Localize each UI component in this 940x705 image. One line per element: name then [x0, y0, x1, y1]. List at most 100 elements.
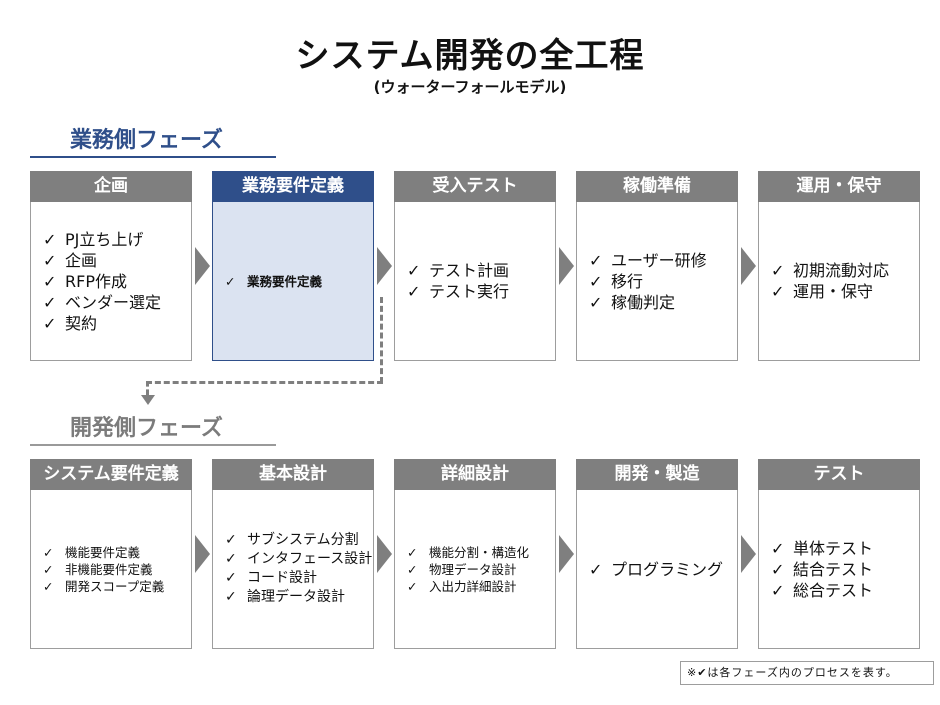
- process-item-label: テスト計画: [429, 261, 510, 280]
- page-subtitle: (ウォーターフォールモデル): [373, 78, 567, 96]
- business-phase-box: 企画✓PJ立ち上げ✓企画✓RFP作成✓ベンダー選定✓契約: [30, 171, 192, 361]
- check-icon: ✓: [43, 271, 57, 291]
- phase-process-list: ✓ 機能要件定義 ✓ 非機能要件定義✓開発スコープ定義: [30, 490, 192, 649]
- process-item-label: 運用・保守: [793, 282, 874, 301]
- process-item-label: 結合テスト: [793, 559, 874, 579]
- process-item: ✓ ベンダー選定: [43, 292, 161, 313]
- connector-dashed-vertical: [380, 297, 383, 383]
- phase-title: 基本設計: [212, 459, 374, 490]
- business-phase-box: 業務要件定義✓ 業務要件定義: [212, 171, 374, 361]
- process-item-label: 総合テスト: [793, 580, 874, 600]
- phase-process-list: ✓プログラミング: [576, 490, 738, 649]
- check-icon: ✓: [225, 273, 236, 289]
- development-phase-box: システム要件定義 ✓ 機能要件定義 ✓ 非機能要件定義✓開発スコープ定義: [30, 459, 192, 649]
- process-item-label: 移行: [611, 271, 644, 291]
- check-icon: ✓: [771, 580, 785, 600]
- check-icon: ✓: [589, 292, 603, 312]
- process-item: ✓物理データ設計: [407, 561, 529, 578]
- development-phase-box: 基本設計✓サブシステム分割✓インタフェース設計✓コード設計✓論理データ設計: [212, 459, 374, 649]
- process-item-label: ユーザー研修: [611, 250, 707, 270]
- check-icon: ✓: [771, 261, 785, 280]
- phase-title: 稼働準備: [576, 171, 738, 202]
- phase-process-list: ✓単体テスト✓結合テスト✓総合テスト: [758, 490, 920, 649]
- process-item-label: 初期流動対応: [793, 261, 890, 280]
- check-icon: ✓: [43, 229, 57, 249]
- connector-dashed-horizontal: [146, 381, 383, 384]
- process-item-label: 単体テスト: [793, 538, 874, 558]
- process-item: ✓ 移行: [589, 271, 707, 292]
- process-item-label: 契約: [65, 313, 98, 333]
- flow-arrow-icon: [377, 247, 392, 285]
- process-item: ✓ 機能要件定義: [43, 544, 164, 561]
- check-icon: ✓: [771, 559, 785, 579]
- process-item: ✓ 総合テスト: [771, 580, 873, 601]
- process-item: ✓稼働判定: [589, 292, 707, 313]
- development-phase-box: 詳細設計✓機能分割・構造化✓物理データ設計✓入出力詳細設計: [394, 459, 556, 649]
- process-item: ✓インタフェース設計: [225, 550, 372, 569]
- development-phase-box: 開発・製造 ✓プログラミング: [576, 459, 738, 649]
- phase-title: システム要件定義: [30, 459, 192, 490]
- process-item-label: ベンダー選定: [65, 292, 162, 312]
- check-icon: ✓: [407, 261, 421, 280]
- phase-title: 開発・製造: [576, 459, 738, 490]
- phase-title: 受入テスト: [394, 171, 556, 202]
- flow-arrow-icon: [741, 535, 756, 573]
- business-phase-label: 業務側フェーズ: [70, 128, 223, 153]
- check-icon: ✓: [225, 589, 237, 605]
- process-item: ✓開発スコープ定義: [43, 578, 164, 595]
- check-icon: ✓: [225, 551, 237, 567]
- process-item: ✓運用・保守: [771, 281, 889, 302]
- process-item: ✓RFP作成: [43, 271, 161, 292]
- legend-note: ※✔は各フェーズ内のプロセスを表す。: [680, 661, 934, 685]
- process-item-label: 業務要件定義: [247, 273, 323, 289]
- process-item: ✓単体テスト: [771, 538, 873, 559]
- check-icon: ✓: [225, 570, 237, 586]
- development-phase-underline: [30, 444, 276, 446]
- flow-arrow-icon: [559, 247, 574, 285]
- check-icon: ✓: [589, 271, 603, 291]
- check-icon: ✓: [43, 544, 54, 560]
- business-phase-underline: [30, 156, 276, 158]
- check-icon: ✓: [589, 559, 603, 579]
- process-item: ✓ 非機能要件定義: [43, 561, 164, 578]
- process-item-label: 企画: [65, 250, 98, 270]
- phase-title: 詳細設計: [394, 459, 556, 490]
- process-item: ✓ 機能分割・構造化: [407, 544, 529, 561]
- check-icon: ✓: [407, 544, 418, 560]
- process-item-label: 機能要件定義: [65, 544, 141, 560]
- phase-process-list: ✓ 機能分割・構造化✓物理データ設計✓ 入出力詳細設計: [394, 490, 556, 649]
- process-item-label: 非機能要件定義: [65, 561, 153, 577]
- flow-arrow-icon: [741, 247, 756, 285]
- process-item: ✓契約: [43, 313, 161, 334]
- flow-arrow-icon: [377, 535, 392, 573]
- connector-arrowhead-icon: [141, 395, 155, 405]
- process-item: ✓ 業務要件定義: [225, 273, 322, 290]
- process-item-label: 機能分割・構造化: [429, 544, 530, 560]
- flow-arrow-icon: [195, 535, 210, 573]
- check-icon: ✓: [43, 250, 57, 270]
- process-item: ✓ 初期流動対応: [771, 260, 889, 281]
- check-icon: ✓: [43, 561, 54, 577]
- phase-process-list: ✓ 業務要件定義: [212, 202, 374, 361]
- process-item: ✓ PJ立ち上げ: [43, 229, 161, 250]
- flow-arrow-icon: [195, 247, 210, 285]
- process-item-label: 入出力詳細設計: [429, 578, 517, 594]
- business-phase-box: 稼働準備 ✓ ユーザー研修 ✓ 移行✓稼働判定: [576, 171, 738, 361]
- process-item-label: サブシステム分割: [247, 532, 359, 548]
- check-icon: ✓: [43, 292, 57, 312]
- development-phase-label: 開発側フェーズ: [70, 416, 223, 441]
- phase-process-list: ✓PJ立ち上げ✓企画✓RFP作成✓ベンダー選定✓契約: [30, 202, 192, 361]
- check-icon: ✓: [43, 578, 54, 594]
- process-item: ✓ 企画: [43, 250, 161, 271]
- process-item-label: PJ立ち上げ: [65, 229, 144, 249]
- process-item: ✓コード設計: [225, 569, 372, 588]
- phase-title: テスト: [758, 459, 920, 490]
- phase-title: 運用・保守: [758, 171, 920, 202]
- page-title: システム開発の全工程: [295, 36, 645, 76]
- process-item: ✓ 結合テスト: [771, 559, 873, 580]
- process-item: ✓サブシステム分割: [225, 531, 372, 550]
- process-item: ✓プログラミング: [589, 559, 723, 580]
- process-item-label: 論理データ設計: [247, 589, 345, 605]
- phase-process-list: ✓ ユーザー研修 ✓ 移行✓稼働判定: [576, 202, 738, 361]
- process-item-label: 物理データ設計: [429, 561, 517, 577]
